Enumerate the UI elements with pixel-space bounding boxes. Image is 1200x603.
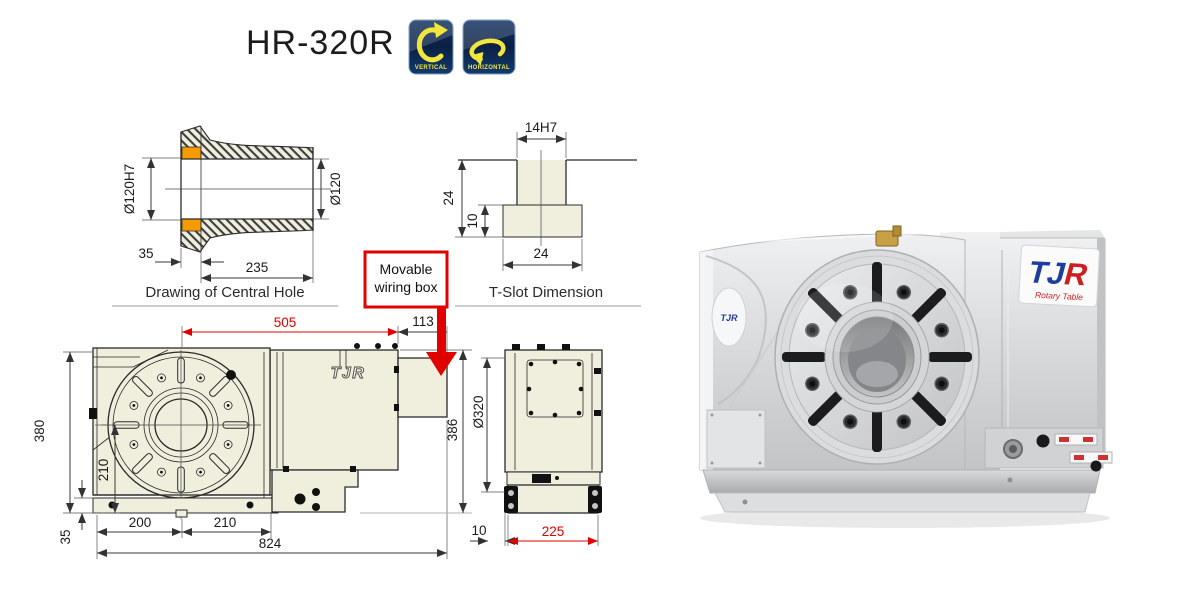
dim-slot-base-width: 24 [533,246,549,261]
dim-end-diameter: Ø120 [328,172,343,205]
vertical-arrow-glyph [416,22,448,63]
photo-shadow [700,508,1110,528]
horizontal-icon-label: HORIZONTAL [468,65,510,71]
dim-35: 35 [58,529,73,544]
vertical-icon-label: VERTICAL [415,65,447,71]
faceplate [101,350,261,519]
dim-bore-length: 235 [246,260,269,275]
callout-arrow [426,352,457,376]
dim-flange-width: 35 [138,246,153,261]
horizontal-arrow-glyph [469,38,506,66]
tolerance-zone-bottom [181,218,202,232]
horizontal-rotation-icon: HORIZONTAL [462,19,516,75]
drawing-body-logo: TJR [331,365,366,382]
page-title: HR-320R [246,24,395,62]
photo-bolts [805,285,949,429]
machine-feet [504,486,602,513]
logo-tagline: Rotary Table [1035,290,1084,303]
t-slot-drawing: 14H7 24 10 24 T-Slot Dimension [441,120,641,307]
connector-panel [984,427,1113,472]
tjr-logo: TJ R [1024,255,1091,292]
dim-bore-diameter: Ø120H7 [122,164,137,214]
vertical-rotation-icon: VERTICAL [408,19,454,75]
front-view-drawing: TJR [89,343,448,519]
dim-slot-width: 14H7 [525,120,557,135]
logo-tj: TJ [1024,255,1069,291]
reference-dot [226,370,236,380]
dim-10: 10 [471,523,486,538]
technical-drawings: Ø120H7 Ø120 35 235 Drawing of Central Ho… [32,120,641,559]
dim-210-vertical: 210 [96,459,111,482]
side-badge-logo: TJR [720,313,738,323]
bolt-holes [129,373,233,477]
photo-faceplate [774,249,980,465]
dim-113: 113 [412,314,434,329]
dim-505: 505 [274,315,297,330]
dim-320: Ø320 [471,395,486,428]
product-photo: TJ R Rotary Table TJR [699,225,1113,528]
wiring-box-callout: Movable wiring box [363,250,457,376]
dim-225: 225 [542,524,565,539]
dim-386: 386 [445,419,460,442]
callout-line1: Movable [380,261,433,277]
callout-line2: wiring box [373,279,437,295]
side-view-drawing [504,344,603,514]
machine-base [702,469,1101,513]
central-hole-caption: Drawing of Central Hole [145,284,304,301]
dim-200: 200 [129,515,152,530]
dim-slot-depth-total: 24 [441,190,456,206]
dim-slot-depth-base: 10 [465,213,480,228]
dim-380: 380 [32,420,47,443]
grease-fitting [875,225,902,247]
dimension-annotations: 505 113 380 210 35 200 210 824 386 [32,314,599,559]
side-badge [711,287,747,347]
brand-logo-plate: TJ R Rotary Table [955,244,1100,308]
tolerance-zone-top [181,146,202,160]
t-slot-caption: T-Slot Dimension [489,284,603,301]
central-hole-drawing: Ø120H7 Ø120 35 235 Drawing of Central Ho… [112,125,343,307]
dim-210-bottom: 210 [214,515,237,530]
dim-824: 824 [259,536,282,551]
photo-t-slots [782,262,972,452]
